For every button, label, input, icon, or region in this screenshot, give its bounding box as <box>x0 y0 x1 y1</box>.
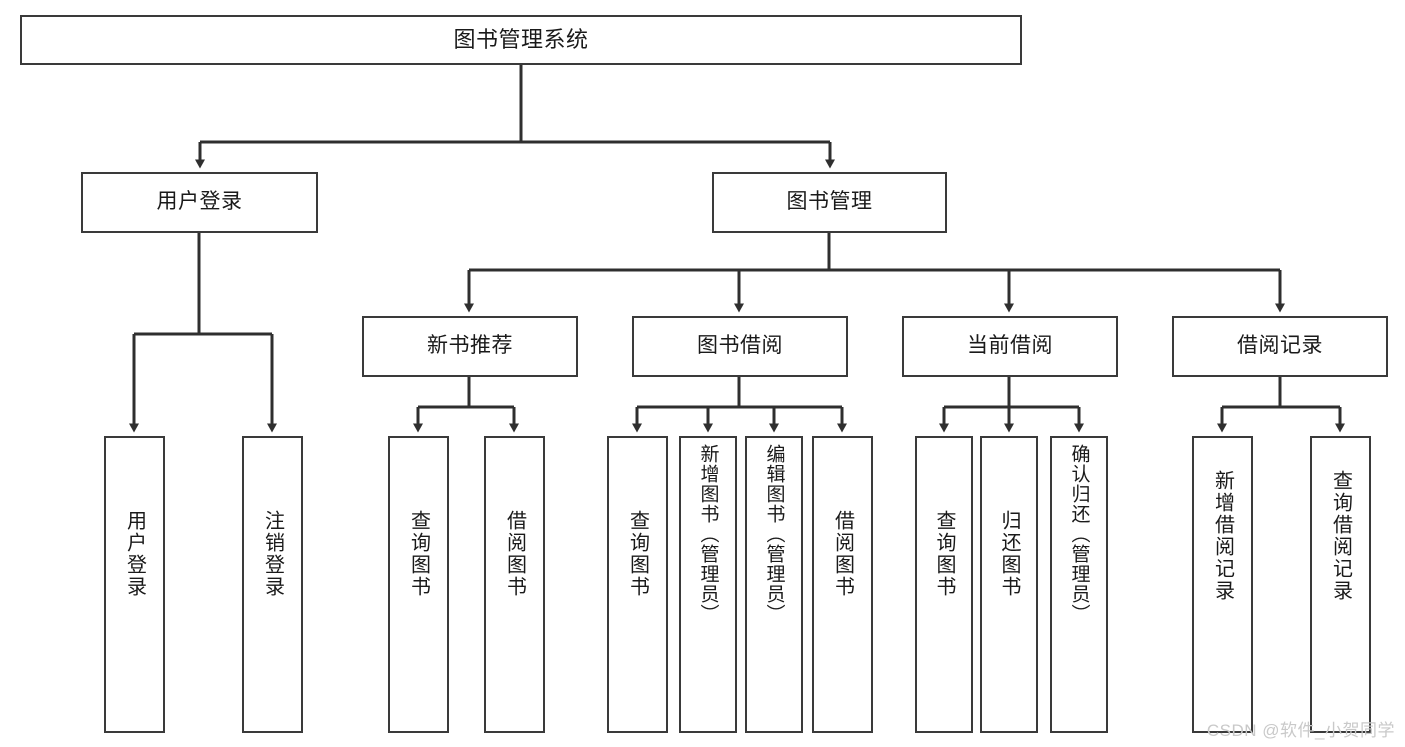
node-leaf-logout-login[interactable]: 注销登录 <box>242 436 303 733</box>
node-root[interactable]: 图书管理系统 <box>20 15 1022 65</box>
node-current-borrow[interactable]: 当前借阅 <box>902 316 1118 377</box>
node-current-borrow-label: 当前借阅 <box>967 334 1053 358</box>
node-user-login-label: 用户登录 <box>156 190 243 214</box>
node-leaf-edit-book-admin[interactable]: 编辑图书（管理员） <box>745 436 803 733</box>
node-leaf-query-book-2[interactable]: 查询图书 <box>607 436 668 733</box>
node-leaf-add-borrow-record-label: 新增借阅记录 <box>1211 470 1234 602</box>
node-leaf-add-book-admin[interactable]: 新增图书（管理员） <box>679 436 737 733</box>
node-book-borrow-label: 图书借阅 <box>697 334 783 358</box>
node-leaf-query-book-2-label: 查询图书 <box>626 510 649 598</box>
node-user-login[interactable]: 用户登录 <box>81 172 318 233</box>
node-leaf-query-book-3-label: 查询图书 <box>933 510 955 598</box>
node-root-label: 图书管理系统 <box>453 27 589 53</box>
node-book-borrow[interactable]: 图书借阅 <box>632 316 848 377</box>
node-leaf-add-book-admin-label: 新增图书（管理员） <box>697 444 719 624</box>
node-leaf-borrow-book-2[interactable]: 借阅图书 <box>812 436 873 733</box>
node-leaf-query-book-1-label: 查询图书 <box>407 510 430 598</box>
node-borrow-record[interactable]: 借阅记录 <box>1172 316 1388 377</box>
csdn-watermark: CSDN @软件_小贺同学 <box>1206 721 1395 740</box>
node-borrow-record-label: 借阅记录 <box>1237 334 1323 358</box>
node-leaf-return-book-label: 归还图书 <box>998 510 1020 598</box>
node-leaf-query-borrow-record-label: 查询借阅记录 <box>1329 470 1352 602</box>
node-leaf-user-login-label: 用户登录 <box>123 510 146 598</box>
node-new-book-recommend[interactable]: 新书推荐 <box>362 316 578 377</box>
node-leaf-query-book-3[interactable]: 查询图书 <box>915 436 973 733</box>
node-leaf-borrow-book-1[interactable]: 借阅图书 <box>484 436 545 733</box>
node-leaf-borrow-book-2-label: 借阅图书 <box>831 510 854 598</box>
node-leaf-query-borrow-record[interactable]: 查询借阅记录 <box>1310 436 1371 733</box>
node-leaf-confirm-return-admin[interactable]: 确认归还（管理员） <box>1050 436 1108 733</box>
node-leaf-user-login[interactable]: 用户登录 <box>104 436 165 733</box>
node-leaf-add-borrow-record[interactable]: 新增借阅记录 <box>1192 436 1253 733</box>
node-leaf-borrow-book-1-label: 借阅图书 <box>503 510 526 598</box>
node-new-book-recommend-label: 新书推荐 <box>427 334 513 358</box>
node-leaf-edit-book-admin-label: 编辑图书（管理员） <box>763 444 785 624</box>
node-leaf-confirm-return-admin-label: 确认归还（管理员） <box>1068 444 1090 624</box>
node-leaf-query-book-1[interactable]: 查询图书 <box>388 436 449 733</box>
node-book-management-label: 图书管理 <box>786 190 873 214</box>
node-book-management[interactable]: 图书管理 <box>712 172 947 233</box>
node-leaf-logout-login-label: 注销登录 <box>261 510 284 598</box>
node-leaf-return-book[interactable]: 归还图书 <box>980 436 1038 733</box>
